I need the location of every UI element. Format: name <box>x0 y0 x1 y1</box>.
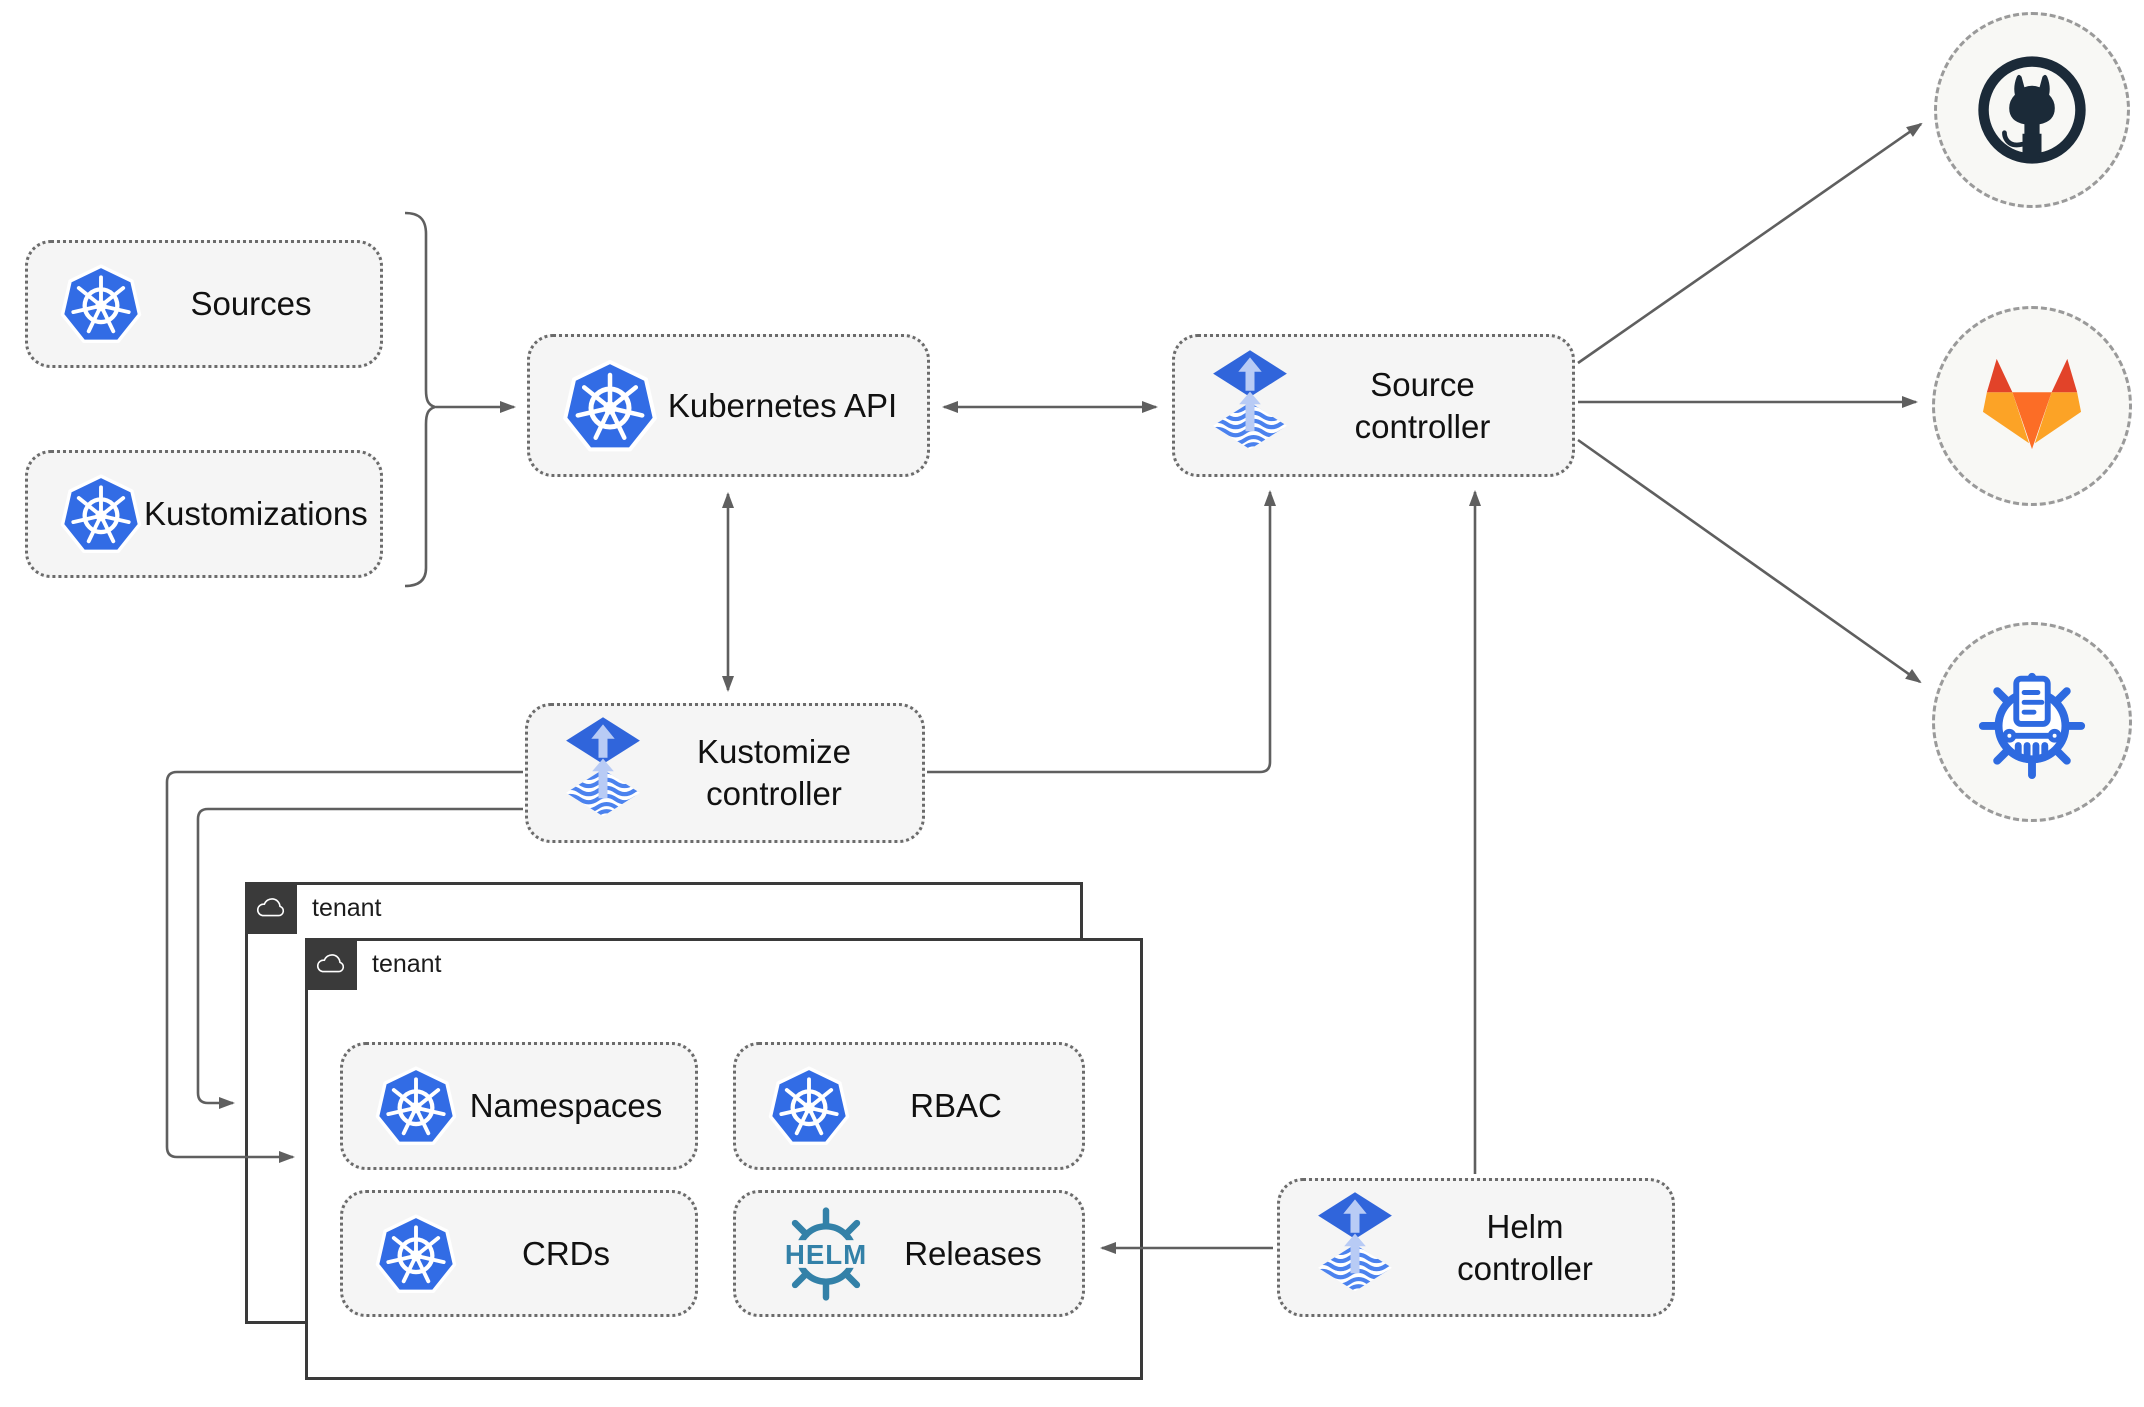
edge-kustomize-controller-to-source-controller <box>927 490 1276 774</box>
source-controller-node: Source controller <box>1172 334 1575 477</box>
rbac-label: RBAC <box>910 1087 1002 1125</box>
releases-node: HELM Releases <box>733 1190 1085 1317</box>
chartmuseum-node <box>1932 622 2132 822</box>
flux-icon <box>558 715 648 831</box>
kubernetes-icon <box>58 471 144 557</box>
kubernetes-api-node: Kubernetes API <box>527 334 930 477</box>
github-node <box>1934 12 2130 208</box>
namespaces-label: Namespaces <box>469 1087 663 1125</box>
namespaces-node: Namespaces <box>340 1042 698 1170</box>
kubernetes-icon <box>58 261 144 347</box>
kubernetes-icon <box>560 356 660 456</box>
cloud-badge <box>305 938 357 990</box>
sources-label: Sources <box>190 285 312 323</box>
cloud-icon <box>317 953 345 972</box>
rbac-node: RBAC <box>733 1042 1085 1170</box>
chartmuseum-icon <box>1978 672 2086 780</box>
kubernetes-icon <box>766 1063 852 1149</box>
cloud-icon <box>257 897 285 916</box>
crds-node: CRDs <box>340 1190 698 1317</box>
kustomize-controller-node: Kustomize controller <box>525 703 925 843</box>
brace-sources-kustomizations <box>404 211 440 588</box>
tenant-outer-label: tenant <box>312 894 382 922</box>
github-icon <box>1978 56 2086 164</box>
kubernetes-icon <box>373 1211 459 1297</box>
helm-logo-text: HELM <box>785 1239 867 1270</box>
kustomize-controller-label: Kustomize controller <box>696 733 852 812</box>
flux-icon <box>1205 348 1295 464</box>
releases-label: Releases <box>904 1234 1042 1272</box>
helm-controller-label: Helm controller <box>1457 1207 1593 1287</box>
cloud-badge <box>245 882 297 934</box>
sources-node: Sources <box>25 240 383 368</box>
helm-controller-node: Helm controller <box>1277 1178 1675 1317</box>
kustomizations-node: Kustomizations <box>25 450 383 578</box>
flux-icon <box>1310 1190 1400 1306</box>
helm-icon: HELM <box>766 1206 886 1302</box>
kubernetes-api-label: Kubernetes API <box>667 386 898 424</box>
gitlab-node <box>1932 306 2132 506</box>
source-controller-label: Source controller <box>1354 365 1491 445</box>
kustomizations-label: Kustomizations <box>144 495 368 533</box>
crds-label: CRDs <box>522 1234 610 1272</box>
tenant-inner-label: tenant <box>372 950 442 978</box>
gitlab-icon <box>1982 358 2082 450</box>
edge-source-controller-to-chartmuseum <box>1577 438 1922 684</box>
edge-source-controller-to-github <box>1577 122 1923 365</box>
kubernetes-icon <box>373 1063 459 1149</box>
